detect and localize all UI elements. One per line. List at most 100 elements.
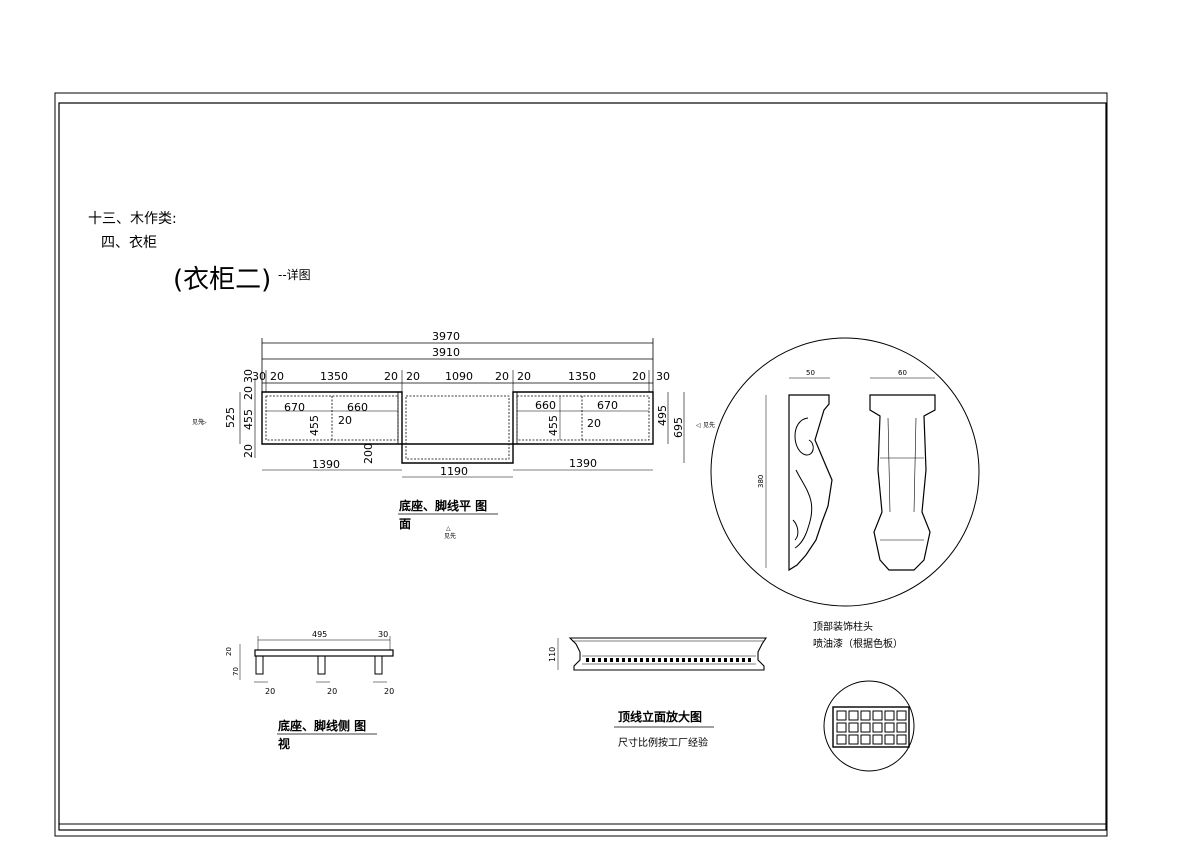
- dentil: [688, 658, 691, 662]
- dim-right-a: 660: [535, 399, 556, 412]
- dentil: [622, 658, 625, 662]
- dim-bottom-middle: 1190: [440, 465, 468, 478]
- lattice-cell: [896, 734, 907, 745]
- lattice-cell: [860, 734, 871, 745]
- dentil: [598, 658, 601, 662]
- side-leg-dim: 20: [327, 687, 337, 696]
- lattice-detail: [823, 680, 915, 772]
- dim-bottom-right: 1390: [569, 457, 597, 470]
- dentil: [712, 658, 715, 662]
- dim-overall-inner: 3910: [432, 346, 460, 359]
- dentil: [604, 658, 607, 662]
- dim-bottom-left: 1390: [312, 458, 340, 471]
- dentil: [718, 658, 721, 662]
- dentil: [592, 658, 595, 662]
- dentil: [724, 658, 727, 662]
- dim-right-b: 670: [597, 399, 618, 412]
- dim-left-side: 20: [242, 444, 255, 458]
- side-caption-line1: 底座、脚线侧 图: [278, 718, 366, 733]
- lattice-cell: [896, 710, 907, 721]
- cornice-dentils: [586, 658, 751, 662]
- lattice-cell: [872, 722, 883, 733]
- dentil: [616, 658, 619, 662]
- cornice-caption: 顶线立面放大图: [618, 709, 702, 724]
- dim-seg: 1350: [568, 370, 596, 383]
- corbel-detail: 50 60 380 顶部装饰柱头 喷油漆（根据色板）: [710, 337, 980, 650]
- lattice-cell: [848, 734, 859, 745]
- dentil: [694, 658, 697, 662]
- sheet-frame: [54, 92, 1108, 837]
- plan-caption-line2: 面: [399, 517, 411, 531]
- dim-right-side: 695: [672, 417, 685, 438]
- dentil: [748, 658, 751, 662]
- corbel-caption-line1: 顶部装饰柱头: [813, 620, 873, 633]
- view-mark-right: 见先: [703, 421, 715, 429]
- corbel-height-dim: 380: [757, 475, 765, 488]
- corbel-width-dim: 50: [806, 369, 815, 377]
- view-arrow-right: ◁: [696, 422, 701, 429]
- dentil: [682, 658, 685, 662]
- side-end-dim: 30: [378, 630, 388, 639]
- dim-seg: 20: [406, 370, 420, 383]
- dim-seg: 30: [656, 370, 670, 383]
- plan-caption-line1: 底座、脚线平 图: [399, 498, 487, 513]
- dentil: [700, 658, 703, 662]
- lattice-cell: [836, 710, 847, 721]
- dim-overall-outer: 3970: [432, 330, 460, 343]
- side-leg-dim: 20: [265, 687, 275, 696]
- plan-caption-arrow: △: [446, 525, 451, 532]
- dim-left-side: 20: [242, 386, 255, 400]
- dentil: [586, 658, 589, 662]
- cornice-elevation: 110 顶线立面放大图 尺寸比例按工厂经验: [548, 637, 768, 749]
- lattice-cell: [848, 710, 859, 721]
- dentil: [730, 658, 733, 662]
- corbel-caption-line2: 喷油漆（根据色板）: [813, 637, 903, 650]
- corbel-front-dim: 60: [898, 369, 907, 377]
- dim-left-b: 660: [347, 401, 368, 414]
- side-height-leg: 70: [232, 667, 240, 676]
- lattice-cell: [884, 710, 895, 721]
- dentil: [664, 658, 667, 662]
- dentil: [742, 658, 745, 662]
- dim-bottom-step: 200: [362, 443, 375, 464]
- lattice-cell: [896, 722, 907, 733]
- lattice-cell: [836, 734, 847, 745]
- dim-left-side: 525: [224, 407, 237, 428]
- section-heading: 十三、木作类:: [88, 211, 177, 227]
- view-arrow-left: ▷: [202, 419, 207, 426]
- dim-seg: 20: [270, 370, 284, 383]
- dim-right-side: 495: [656, 405, 669, 426]
- lattice-cell: [884, 722, 895, 733]
- dentil: [658, 658, 661, 662]
- dim-left-a: 670: [284, 401, 305, 414]
- side-width-dim: 495: [312, 630, 327, 639]
- dim-seg: 1090: [445, 370, 473, 383]
- subsection-heading: 四、衣柜: [101, 235, 157, 251]
- dentil: [640, 658, 643, 662]
- plan-view: 3970 3910 30 20 1350 20 20 1090 20 20 13…: [192, 330, 715, 540]
- side-caption-line2: 视: [278, 736, 290, 751]
- side-view: 495 30 20 70 20 20 20 底座、脚线侧 图 视: [225, 630, 394, 751]
- dentil: [676, 658, 679, 662]
- dentil: [628, 658, 631, 662]
- dentil: [634, 658, 637, 662]
- side-leg-dim: 20: [384, 687, 394, 696]
- lattice-cell: [860, 710, 871, 721]
- lattice-cell: [836, 722, 847, 733]
- dentil: [646, 658, 649, 662]
- dentil: [670, 658, 673, 662]
- drawing-title: (衣柜二): [173, 265, 271, 295]
- dentil: [610, 658, 613, 662]
- dim-seg: 30: [252, 370, 266, 383]
- dim-right-depth: 455: [547, 415, 560, 436]
- dentil: [652, 658, 655, 662]
- side-height-top: 20: [225, 647, 233, 656]
- lattice-cell: [872, 734, 883, 745]
- dim-seg: 20: [495, 370, 509, 383]
- plan-caption-view-mark: 见先: [444, 532, 456, 540]
- drawing-title-suffix: --详图: [278, 267, 311, 282]
- lattice-cell: [860, 722, 871, 733]
- dim-left-side: 455: [242, 409, 255, 430]
- lattice-cell: [872, 710, 883, 721]
- dim-seg: 20: [632, 370, 646, 383]
